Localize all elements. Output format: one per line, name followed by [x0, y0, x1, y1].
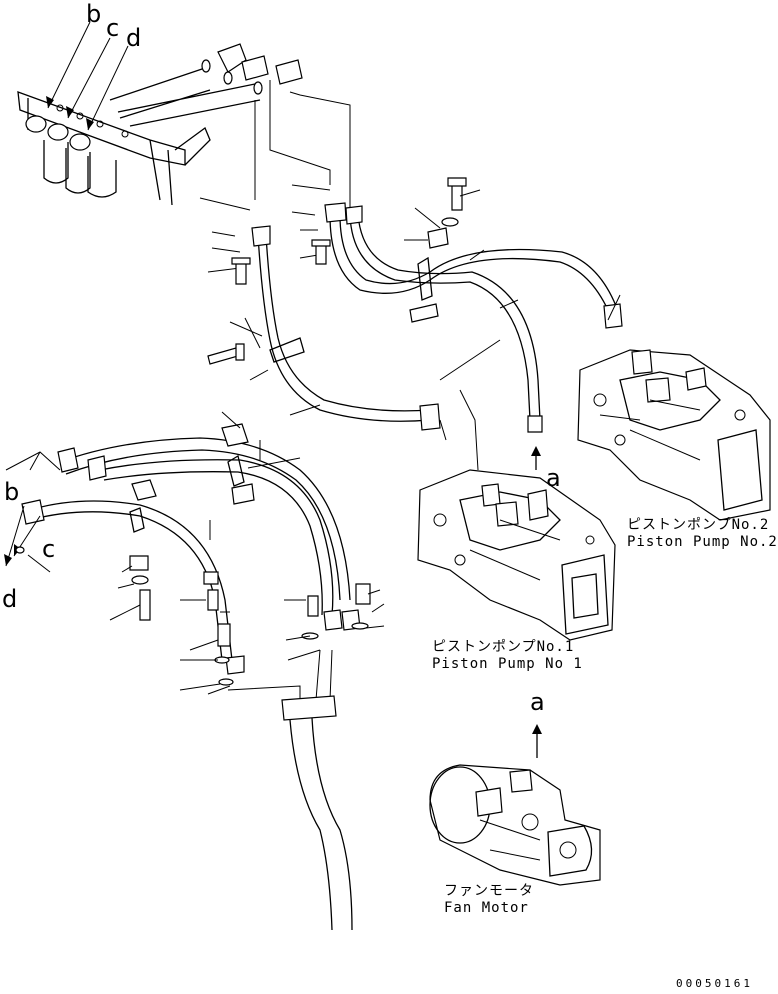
- pump1-caption-en: Piston Pump No 1: [432, 656, 583, 672]
- piston-pump-no1-drawing: [417, 389, 616, 641]
- callout-c-top: c: [106, 14, 120, 42]
- fan-motor-caption-en: Fan Motor: [444, 900, 529, 916]
- pilot-line-block: [209, 440, 353, 931]
- callout-arrows-top: [46, 21, 129, 131]
- callout-a-pump1: a: [546, 464, 561, 492]
- lower-bolts-clamps: [109, 479, 385, 695]
- filter-bracket-assembly: [17, 91, 211, 206]
- pump1-caption-jp: ピストンポンプNo.1: [432, 639, 575, 655]
- upper-hoses: [251, 202, 623, 433]
- callout-b-top: b: [86, 0, 102, 28]
- piston-pump-no2-drawing: [577, 294, 771, 521]
- callout-b-left: b: [4, 478, 20, 506]
- pump2-caption-jp: ピストンポンプNo.2: [627, 517, 770, 533]
- document-number: 00050161: [676, 977, 753, 990]
- top-fittings: [109, 43, 351, 210]
- fan-motor-drawing: [429, 724, 601, 886]
- fan-motor-caption-jp: ファンモータ: [444, 883, 534, 899]
- callout-c-left: c: [42, 535, 56, 563]
- upper-bolts-clamps: [199, 177, 519, 416]
- callout-d-top: d: [126, 24, 142, 52]
- callout-arrows-left: [4, 451, 61, 573]
- callout-d-left: d: [2, 585, 18, 613]
- pump2-caption-en: Piston Pump No.2: [627, 534, 778, 550]
- callout-a-fan: a: [530, 688, 545, 716]
